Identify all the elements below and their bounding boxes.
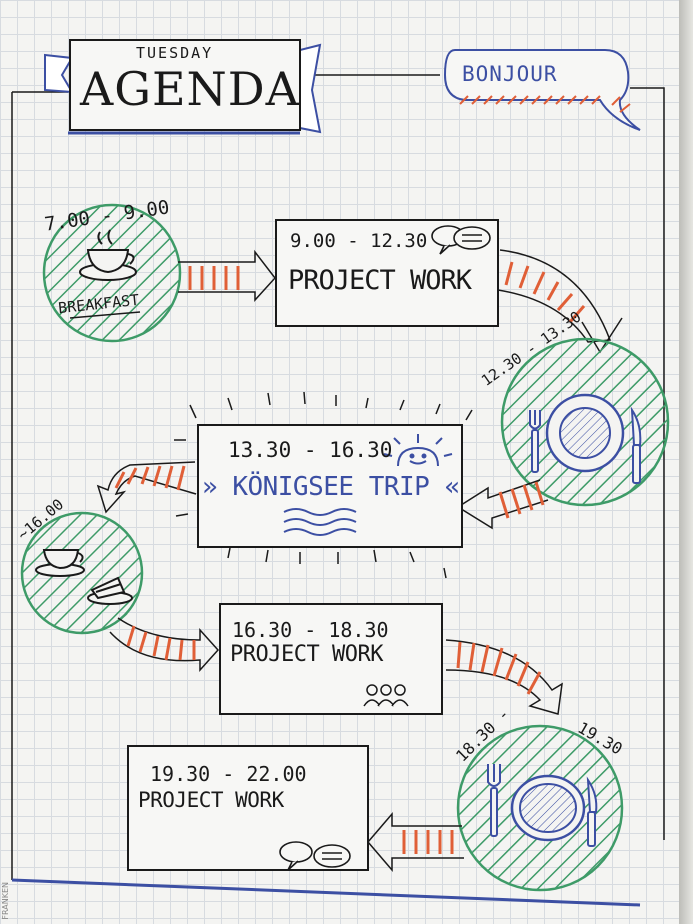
- dinner-plate-icon: [510, 774, 586, 842]
- knife-icon: [630, 406, 642, 484]
- arrow-4: [96, 461, 197, 514]
- page-title: AGENDA: [80, 62, 300, 116]
- coffee-break-icon: [35, 549, 85, 577]
- project-3-time: 19.30 - 22.00: [150, 762, 307, 786]
- dinner-fork-icon: [487, 764, 501, 837]
- dinner-knife-icon: [586, 776, 598, 847]
- greeting-text: BONJOUR: [462, 62, 558, 86]
- brand-label: FRANKEN: [1, 882, 10, 920]
- arrow-1: [178, 249, 276, 302]
- cake-icon: [87, 576, 133, 605]
- project-2-time: 16.30 - 18.30: [232, 618, 389, 642]
- trip-box: [197, 424, 463, 548]
- arrow-7: [367, 811, 464, 873]
- fork-icon: [529, 410, 541, 473]
- sparkle-lines: [174, 391, 473, 579]
- trip-label-text: KÖNIGSEE TRIP: [232, 472, 430, 502]
- water-waves-icon: [283, 508, 357, 536]
- people-icon: [363, 684, 409, 707]
- project-3-label: PROJECT WORK: [138, 788, 284, 812]
- trip-label: » KÖNIGSEE TRIP «: [202, 472, 460, 502]
- arrow-6: [445, 639, 563, 715]
- chat-bubbles-icon: [431, 225, 491, 255]
- plate-icon: [545, 393, 625, 473]
- sun-icon: [383, 434, 453, 467]
- bonjour-bubble: [443, 49, 641, 131]
- project-box-2: [219, 603, 443, 715]
- chat-bubbles-icon-2: [279, 841, 351, 871]
- trip-time: 13.30 - 16.30: [228, 438, 393, 462]
- arrow-2: [497, 249, 623, 354]
- agenda-banner: [44, 39, 322, 135]
- project-2-label: PROJECT WORK: [230, 642, 383, 667]
- arrow-5: [109, 617, 220, 672]
- project-1-time: 9.00 - 12.30: [290, 230, 428, 252]
- day-label: TUESDAY: [136, 44, 214, 62]
- board-edge: [679, 0, 693, 924]
- coffee-cup-icon: [79, 229, 137, 281]
- project-1-label: PROJECT WORK: [288, 265, 472, 296]
